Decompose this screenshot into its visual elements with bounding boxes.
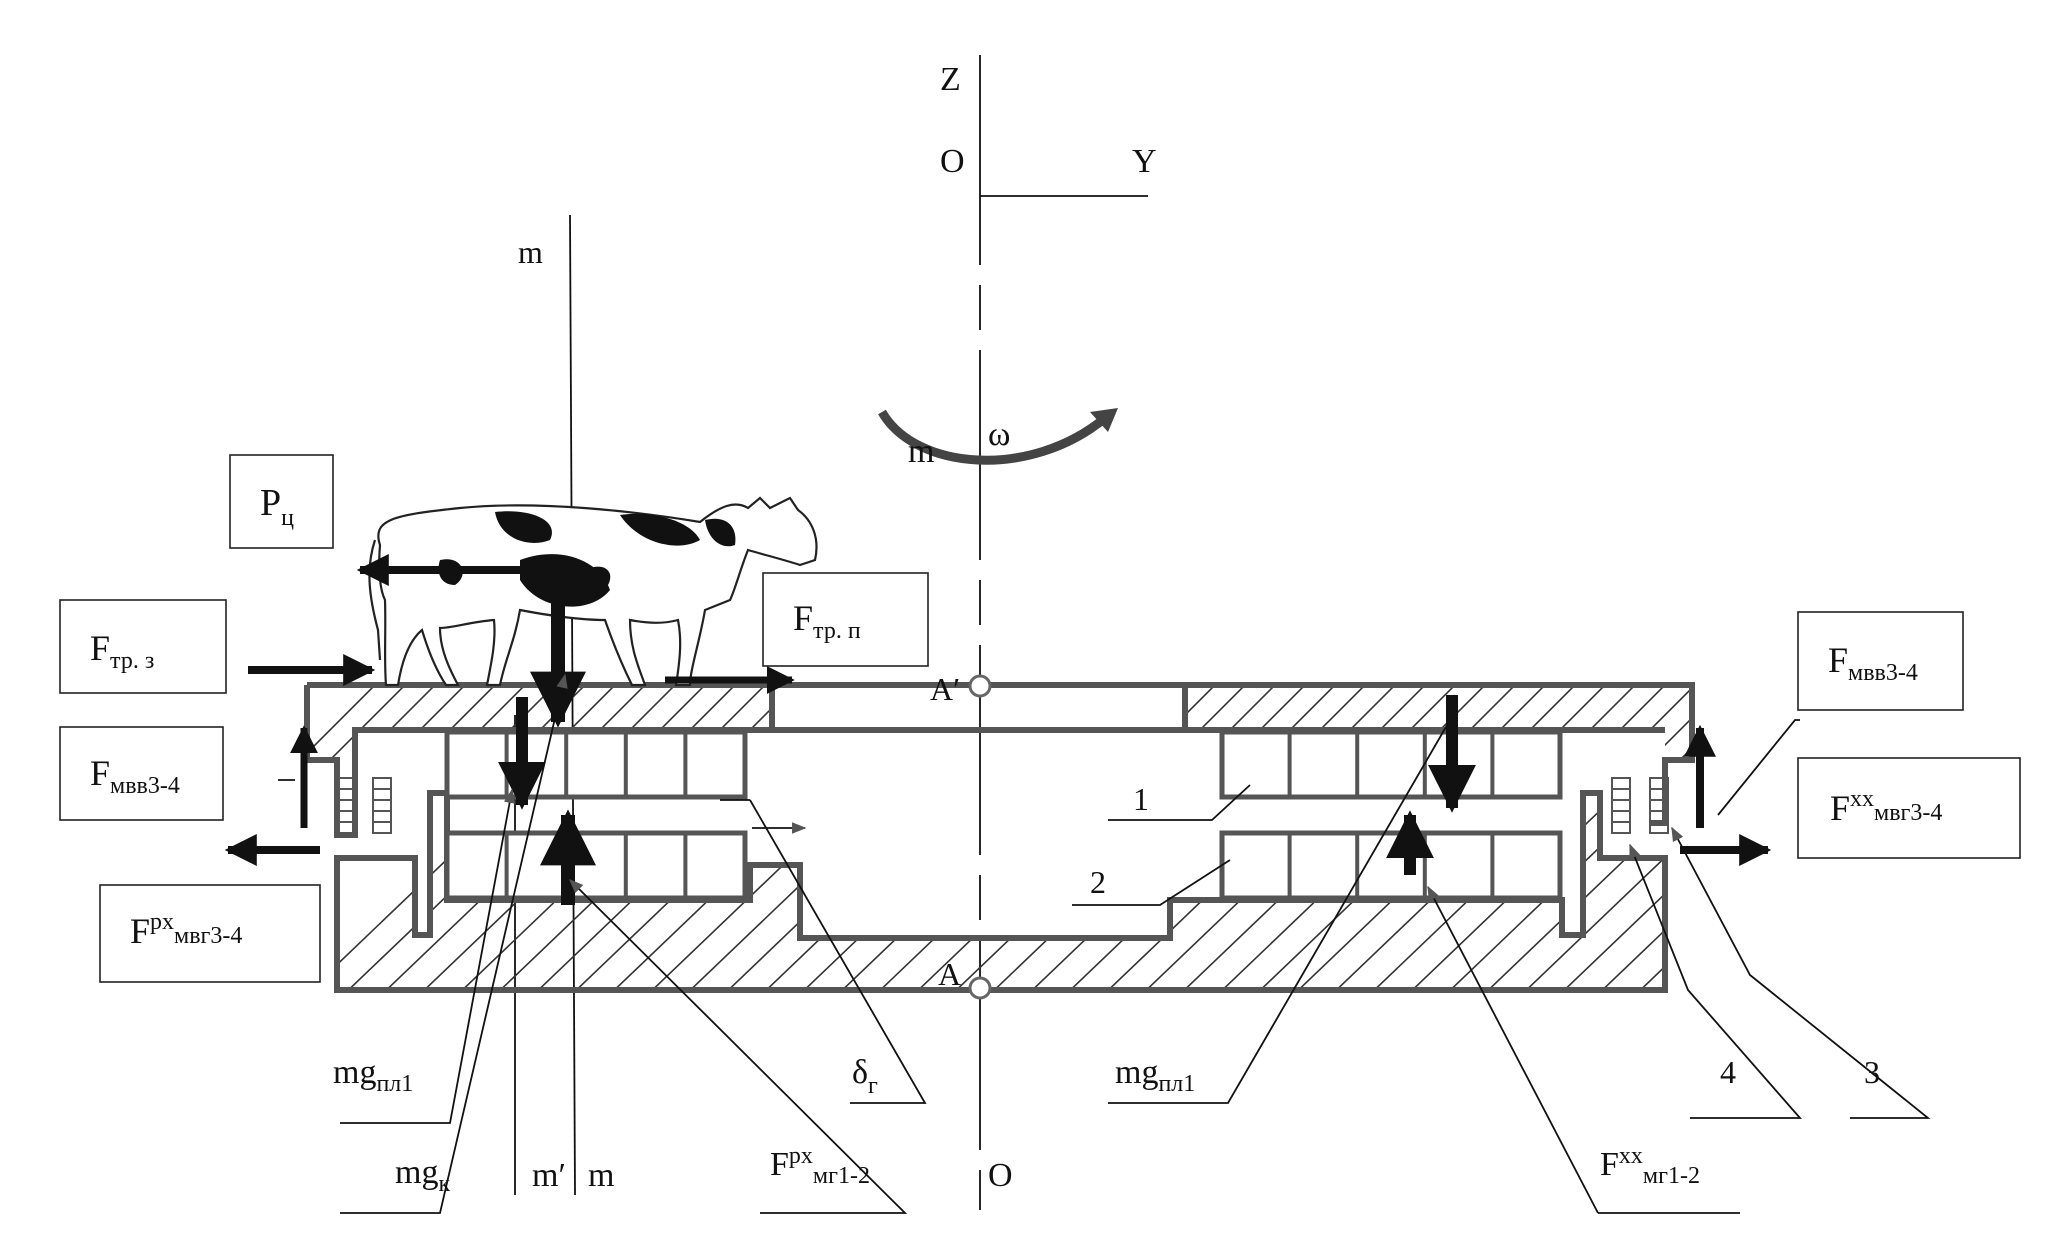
- magnet-row-upper-left: [444, 729, 748, 800]
- box-p-c: Pц: [229, 454, 334, 549]
- hatch-line: [1515, 793, 1665, 990]
- point-a-prime: [968, 674, 992, 698]
- comb-right-outer: [1649, 777, 1669, 834]
- p-c-main: P: [260, 482, 281, 524]
- hatch-line: [307, 685, 381, 760]
- label-f-xx-mg12: Fxxмг1-2: [1600, 1143, 1700, 1189]
- f-px-mvg-left-sup: px: [150, 909, 174, 935]
- box-f-xx-mvg-right: Fxxмвг3-4: [1797, 757, 2021, 859]
- f-px-mvg-left-main: F: [130, 911, 150, 951]
- hatch-line: [1477, 793, 1665, 990]
- m-arc-label: m: [908, 433, 934, 470]
- force-arrows: [224, 554, 1772, 905]
- hatch-line: [1659, 685, 1692, 760]
- f-mvv-left-main: F: [90, 753, 110, 793]
- hatch-line: [1591, 793, 1665, 990]
- svg-text:Pц: Pц: [260, 482, 294, 531]
- lower-base: [334, 790, 1668, 993]
- z-axis-label: Z: [940, 61, 961, 98]
- point-a: [968, 976, 992, 1000]
- label-f-px-mg12: Fpxмг1-2: [770, 1143, 870, 1189]
- comb-left-inner: [372, 777, 392, 834]
- svg-text:Fмвв3-4: Fмвв3-4: [90, 753, 180, 799]
- magnet-row-lower-right: [1219, 830, 1563, 901]
- comb-left-outer: [334, 777, 354, 834]
- box-f-tr-z: Fтр. з: [59, 599, 227, 694]
- comb-right-inner: [1611, 777, 1631, 834]
- m-top-label: m: [518, 234, 543, 270]
- m-line: [569, 214, 576, 1196]
- magnet-row-upper-right: [1219, 729, 1563, 800]
- label-mg-pl1-left: mgпл1: [333, 1054, 413, 1097]
- svg-text:Fтр. з: Fтр. з: [90, 628, 154, 674]
- magnet-rows: [334, 729, 1669, 901]
- m-prime-label: m′: [532, 1157, 566, 1194]
- point-a-label: A: [938, 956, 961, 992]
- rotation-arrow: ω m: [878, 408, 1118, 470]
- svg-text:Fмвв3-4: Fмвв3-4: [1828, 640, 1918, 686]
- y-axis-label: Y: [1132, 143, 1157, 180]
- label-part-3: 3: [1864, 1054, 1880, 1090]
- label-mg-k: mgк: [395, 1154, 450, 1197]
- hatch-line: [869, 793, 1101, 990]
- label-mg-pl1-right: mgпл1: [1115, 1054, 1195, 1097]
- label-part-2: 2: [1090, 864, 1106, 900]
- coordinate-axes: Z O Y O: [940, 55, 1157, 1210]
- f-tr-p-main: F: [793, 598, 813, 638]
- box-f-px-mvg-left: Fpxмвг3-4: [99, 884, 321, 983]
- hatch-line: [1629, 685, 1692, 760]
- f-mvv-right-main: F: [1828, 640, 1848, 680]
- f-xx-mvg-right-sub: мвг3-4: [1874, 800, 1942, 826]
- f-tr-z-main: F: [90, 628, 110, 668]
- svg-text:Fxxмвг3-4: Fxxмвг3-4: [1830, 786, 1942, 828]
- svg-text:Fтр. п: Fтр. п: [793, 598, 861, 644]
- f-tr-p-sub: тр. п: [813, 618, 861, 644]
- point-a-prime-label: A′: [930, 671, 960, 707]
- label-part-4: 4: [1720, 1054, 1736, 1090]
- f-mvv-left-sub: мвв3-4: [110, 773, 180, 799]
- svg-text:Fpxмвг3-4: Fpxмвг3-4: [130, 909, 242, 951]
- hatch-line: [1689, 685, 1692, 760]
- box-f-mvv-left: Fмвв3-4: [59, 726, 224, 821]
- box-f-mvv-right: Fмвв3-4: [1797, 611, 1964, 711]
- box-f-tr-p: Fтр. п: [762, 572, 929, 667]
- leader-lines: [278, 673, 1931, 1214]
- f-px-mvg-left-sub: мвг3-4: [174, 923, 242, 949]
- hatch-line: [1553, 793, 1665, 990]
- origin-label-top: O: [940, 143, 965, 180]
- label-part-1: 1: [1133, 781, 1149, 817]
- hatch-line: [793, 793, 1025, 990]
- f-xx-mvg-right-main: F: [1830, 788, 1850, 828]
- f-tr-z-sub: тр. з: [110, 648, 154, 674]
- m-bottom-label: m: [588, 1157, 614, 1194]
- label-delta-g: δг: [852, 1054, 878, 1099]
- magnet-row-lower-left: [444, 830, 748, 901]
- omega-label: ω: [988, 416, 1010, 453]
- cow-illustration: [368, 496, 818, 687]
- f-xx-mvg-right-sup: xx: [1850, 786, 1874, 812]
- f-mvv-right-sub: мвв3-4: [1848, 660, 1918, 686]
- origin-label-bottom: O: [988, 1157, 1013, 1194]
- p-c-sub: ц: [281, 505, 294, 531]
